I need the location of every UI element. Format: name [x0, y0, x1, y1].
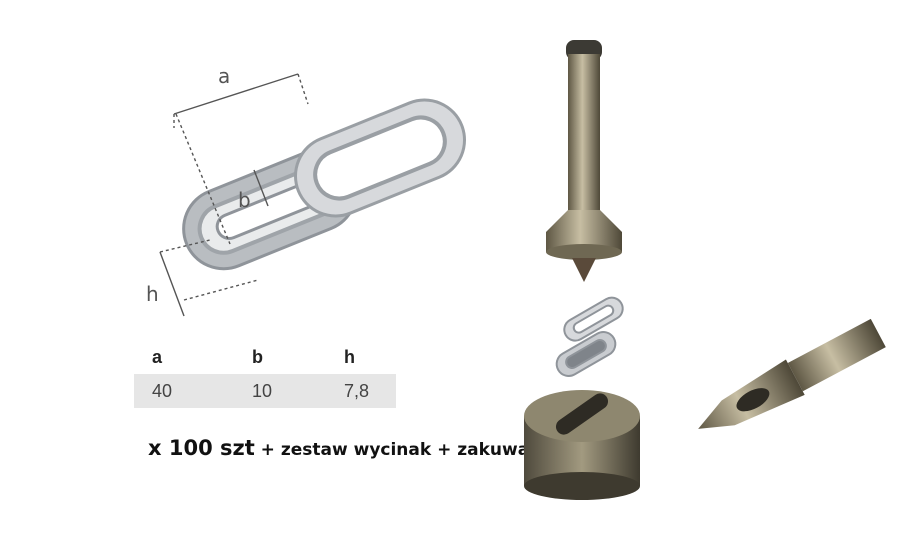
small-grommets [555, 296, 624, 377]
spec-table: a b h 40 10 7,8 [134, 340, 396, 408]
tools-svg [524, 40, 886, 500]
dimension-label-h: h [146, 282, 159, 306]
grommet-front-washer [293, 98, 467, 218]
caption-quantity: x 100 szt [148, 436, 255, 460]
spec-table-row: 40 10 7,8 [134, 374, 396, 408]
spec-table-header: a b h [134, 340, 396, 374]
header-b: b [252, 346, 263, 367]
product-caption: x 100 szt + zestaw wycinak + zakuwak [148, 436, 541, 460]
dimension-label-a: a [218, 64, 231, 88]
hole-cutter [698, 318, 886, 429]
dimension-label-b: b [238, 188, 251, 212]
tools-illustration [500, 20, 910, 520]
value-b: 10 [252, 380, 273, 401]
header-h: h [344, 346, 355, 367]
value-h: 7,8 [344, 380, 370, 401]
setter-punch [546, 40, 622, 282]
caption-set: + zestaw wycinak + zakuwak [254, 440, 541, 460]
setting-die [524, 390, 640, 500]
header-a: a [152, 346, 163, 367]
dimension-lines [159, 73, 309, 317]
value-a: 40 [152, 380, 173, 401]
